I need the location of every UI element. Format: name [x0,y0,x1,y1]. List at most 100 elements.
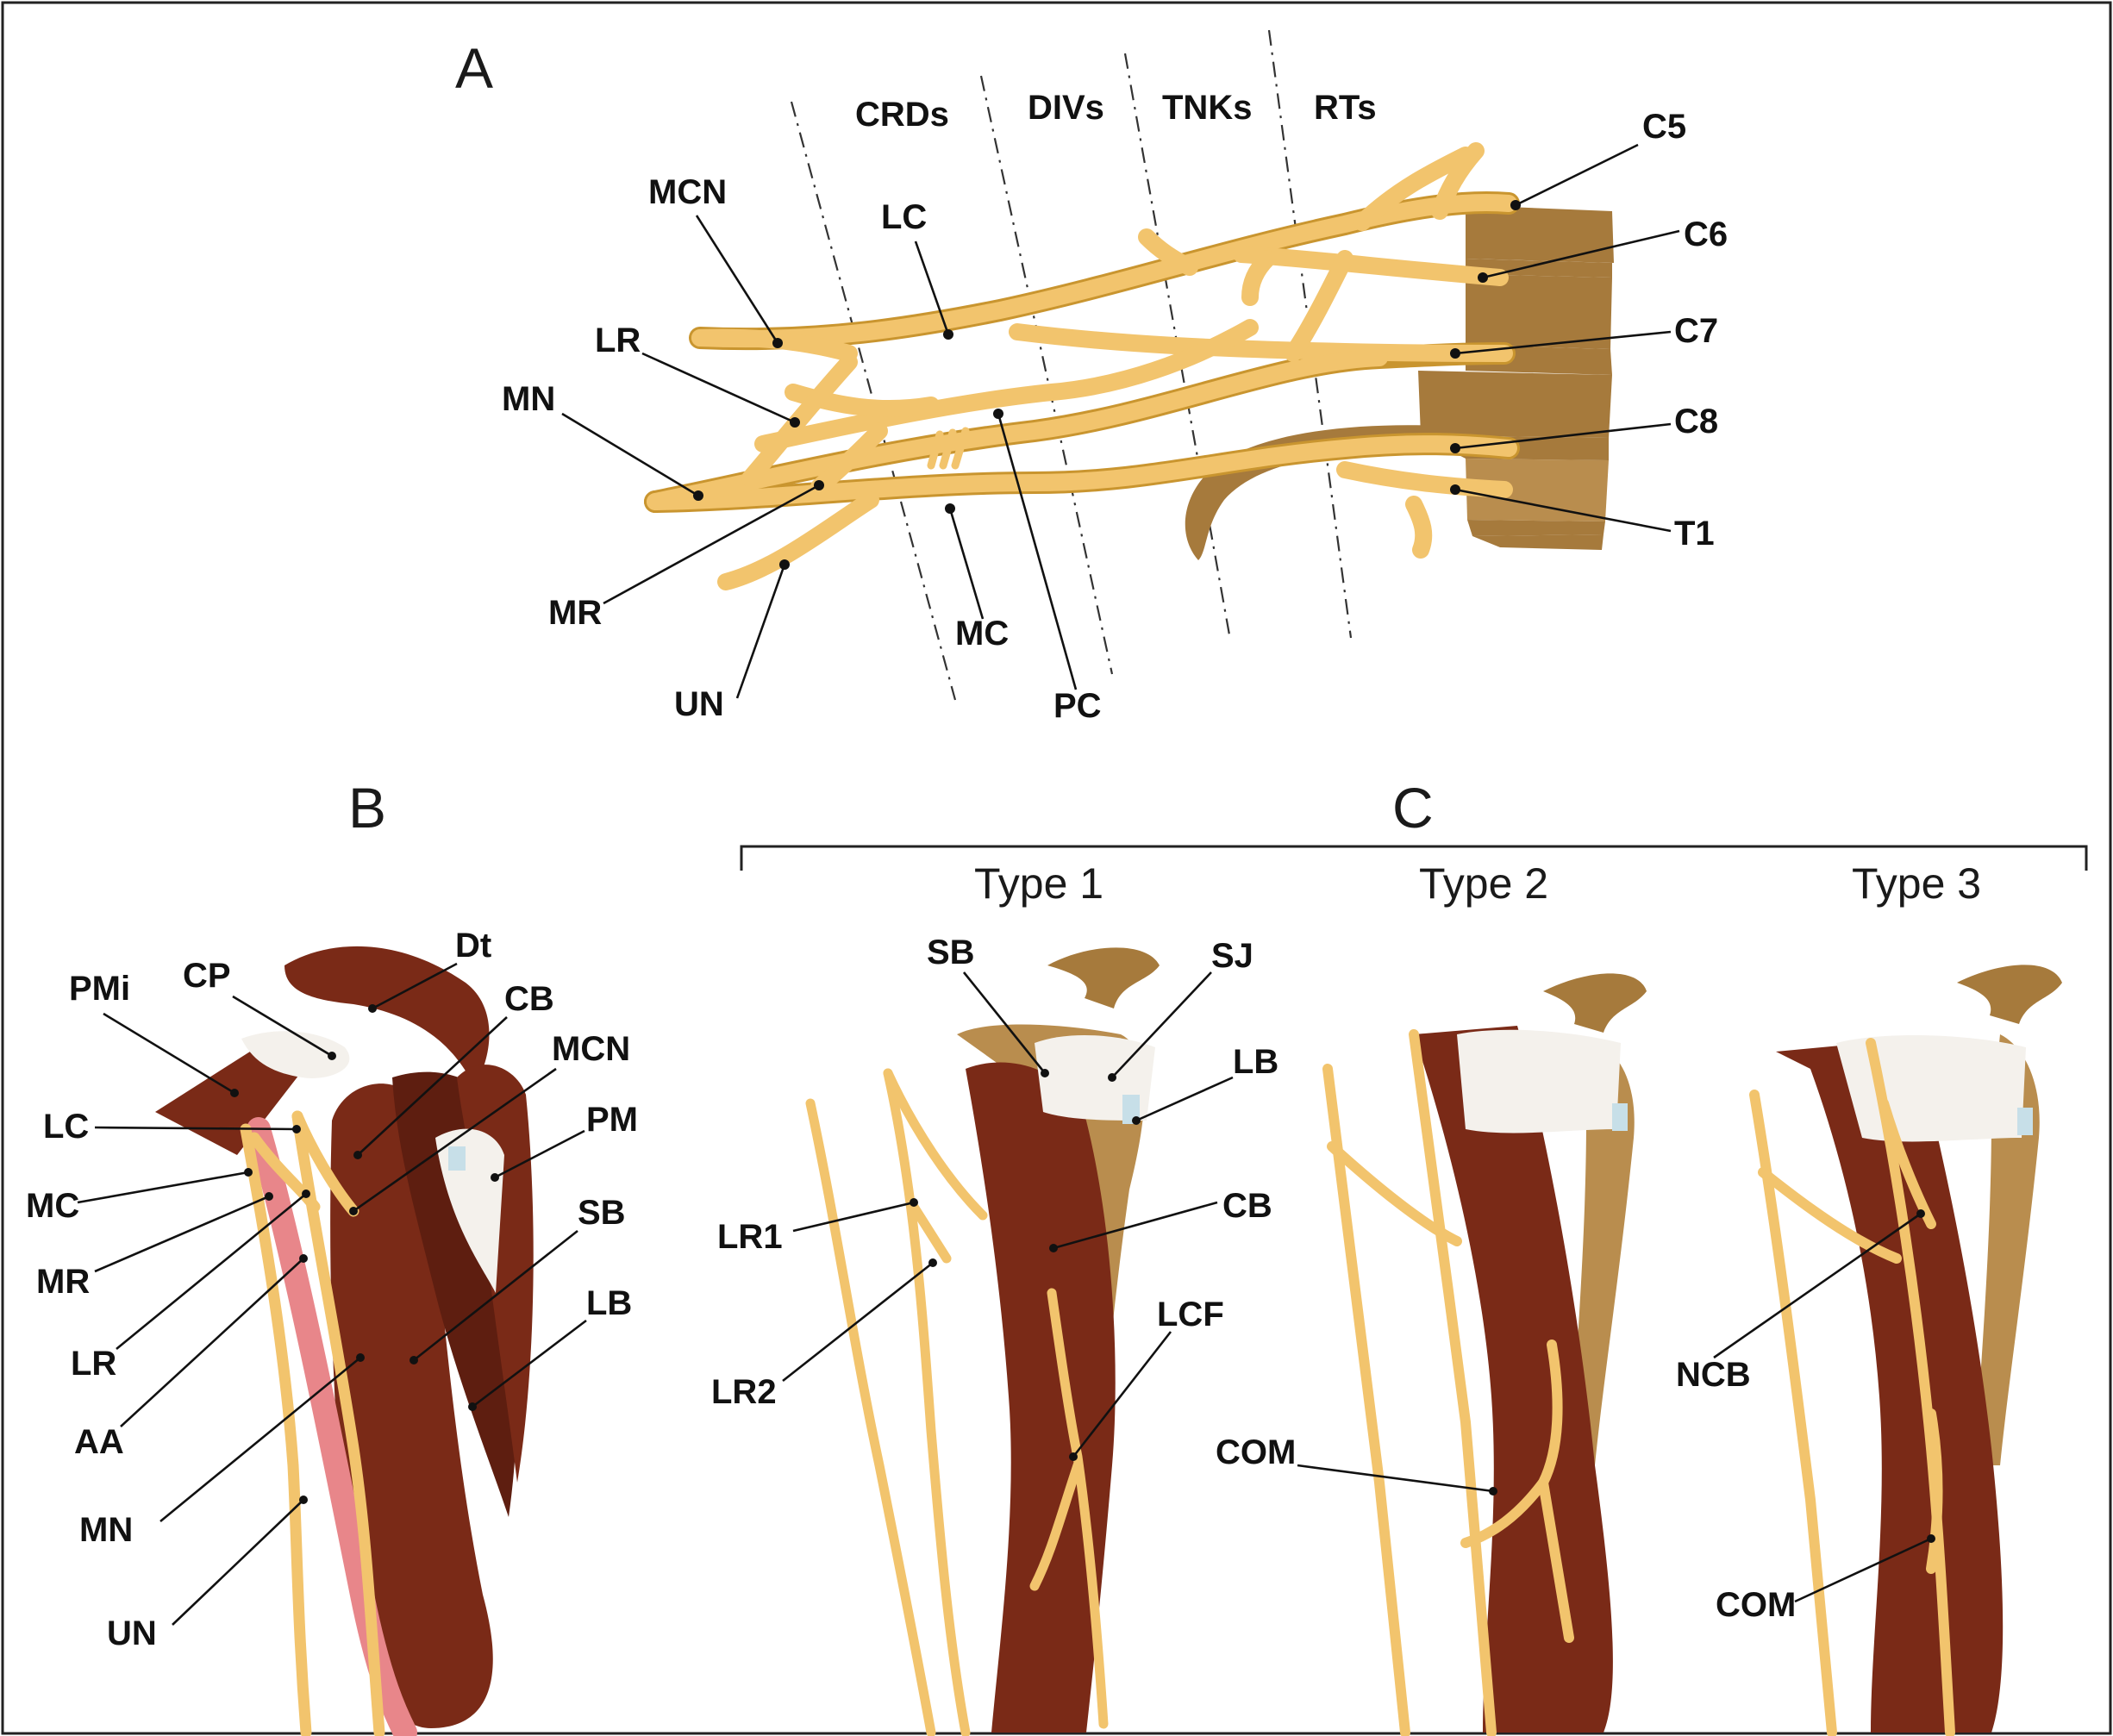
label-sb-b: SB [578,1194,626,1232]
label-mr-b: MR [36,1263,90,1301]
label-mcn-b: MCN [552,1030,630,1068]
divider-4 [1267,29,1353,639]
deltoid-muscle [284,946,490,1086]
t3-com-nerve [1926,1408,1943,1574]
labels-type2: COM [1216,1433,1497,1496]
t2-coracobrachialis [1414,1026,1613,1733]
sub-branch-2 [939,428,957,470]
t1-acromion [1047,947,1160,1009]
ulnar-nerve [717,491,879,590]
vertebra-c7 [1418,371,1612,438]
label-mn-a: MN [502,380,555,418]
t3-nerve-c [1758,1167,1902,1264]
pectoralis-minor [155,1042,310,1155]
label-pm: PM [586,1101,638,1139]
c5-upper-trunk [691,194,1517,348]
c8-lower-trunk [647,435,1517,510]
label-lb-b: LB [586,1284,632,1322]
label-ncb: NCB [1676,1356,1751,1394]
label-lr2: LR2 [711,1373,777,1411]
vertebra-c5 [1466,205,1614,263]
vertebra-c6 [1466,274,1612,349]
t3-acromion [1957,965,2062,1024]
brachial-plexus [644,142,1520,590]
label-t1: T1 [1674,515,1715,553]
mcn-b [291,1110,359,1217]
label-mc-b: MC [26,1187,79,1225]
labels-type1: SB SJ LB CB LCF LR1 LR2 [711,934,1278,1461]
c7-middle-trunk [1009,323,1513,362]
label-sb-c: SB [927,934,975,971]
axillary-artery [247,1117,417,1736]
t2-nerve-b [1409,1029,1497,1736]
type-2-figure: COM [1216,973,1647,1736]
type-3-label: Type 3 [1852,859,1981,908]
label-lcf: LCF [1157,1296,1224,1333]
label-cb-b: CB [504,980,554,1018]
lateral-root-b [248,1132,321,1213]
suprascapular-branch [1353,147,1474,231]
panel-a: A [455,29,1728,725]
label-un-a: UN [674,685,724,723]
t2-nerve-a [1322,1064,1410,1736]
label-cp: CP [183,957,231,995]
trunk-branch-1 [1138,228,1198,276]
label-pc-a: PC [1053,687,1102,725]
label-com-t3: COM [1716,1586,1796,1624]
pm-insertion [448,1146,466,1171]
label-dt: Dt [455,927,491,965]
dorsal-scapular-branch [1431,142,1485,220]
sub-branch-1 [951,427,970,470]
label-c8: C8 [1674,403,1718,440]
label-aa: AA [74,1423,124,1461]
type-3-figure: NCB COM [1676,965,2062,1736]
nerve-labels-a: MCN LC LR MN MR UN MC PC [502,173,1102,725]
t2-subscapularis [1457,1029,1621,1133]
label-com-t2: COM [1216,1433,1296,1471]
t3-nerve-a [1749,1090,1837,1736]
section-divs: DIVs [1028,89,1104,127]
label-mn-b: MN [79,1511,133,1549]
label-lc-a: LC [881,198,927,236]
label-mc-a: MC [955,615,1009,653]
t1-coracobrachialis [966,1062,1116,1733]
panel-c-bracket [740,845,2088,871]
t1-nerves [805,1068,1109,1736]
panel-b-letter: B [348,776,386,840]
panel-c-letter: C [1392,776,1434,840]
t1-nerve-c [883,1068,988,1221]
label-lb-c: LB [1233,1043,1278,1081]
sub-branch-3 [927,430,944,470]
labels-type3: NCB COM [1676,1209,1935,1624]
t3-lb-tendon [2017,1108,2033,1135]
t1-nerve-a [805,1098,936,1736]
trunk-branch-2 [1241,250,1276,306]
t3-subscapularis [1836,1034,2026,1142]
section-crds: CRDs [855,96,949,134]
label-c7: C7 [1674,312,1718,350]
nerves-b [240,1110,385,1736]
t3-nerves [1749,1038,1955,1736]
label-lc-b: LC [43,1108,89,1146]
label-pmi: PMi [69,970,130,1008]
vertebra-c8 [1466,459,1609,521]
ulnar-nerve-b [240,1123,312,1736]
t1-lr-bridge [909,1202,952,1264]
t3-humerus [1974,1034,2040,1465]
label-c6: C6 [1684,215,1728,253]
label-lr-a: LR [595,322,641,359]
panel-a-letter: A [455,36,493,100]
t3-ncb-nerve [1879,1098,1936,1229]
vertebral-column [1418,205,1614,550]
type-1-figure: SB SJ LB CB LCF LR1 LR2 [711,934,1278,1736]
t2-lb-tendon [1612,1103,1628,1131]
t1-branch [1405,496,1433,559]
t2-humerus [1569,1043,1635,1465]
label-sj: SJ [1211,937,1253,975]
root-labels: C5 C6 C7 C8 T1 [1450,108,1728,553]
coracoid-process [241,1031,350,1078]
labels-b: PMi CP Dt CB MCN PM SB LB LC MC MR LR AA [26,927,638,1652]
type-1-label: Type 1 [974,859,1103,908]
label-mcn-a: MCN [648,173,727,211]
